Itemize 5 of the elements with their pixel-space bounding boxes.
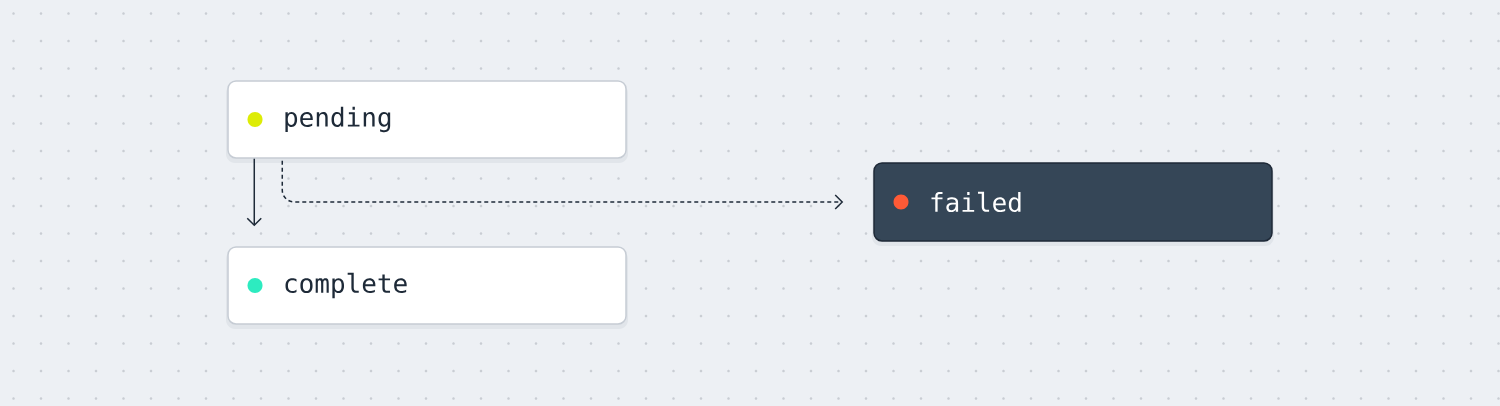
arrow: [281, 160, 844, 210]
state-box: failed: [872, 162, 1274, 246]
state-box: complete: [226, 246, 628, 329]
state-box: pending: [226, 80, 628, 163]
arrow: [246, 158, 262, 227]
